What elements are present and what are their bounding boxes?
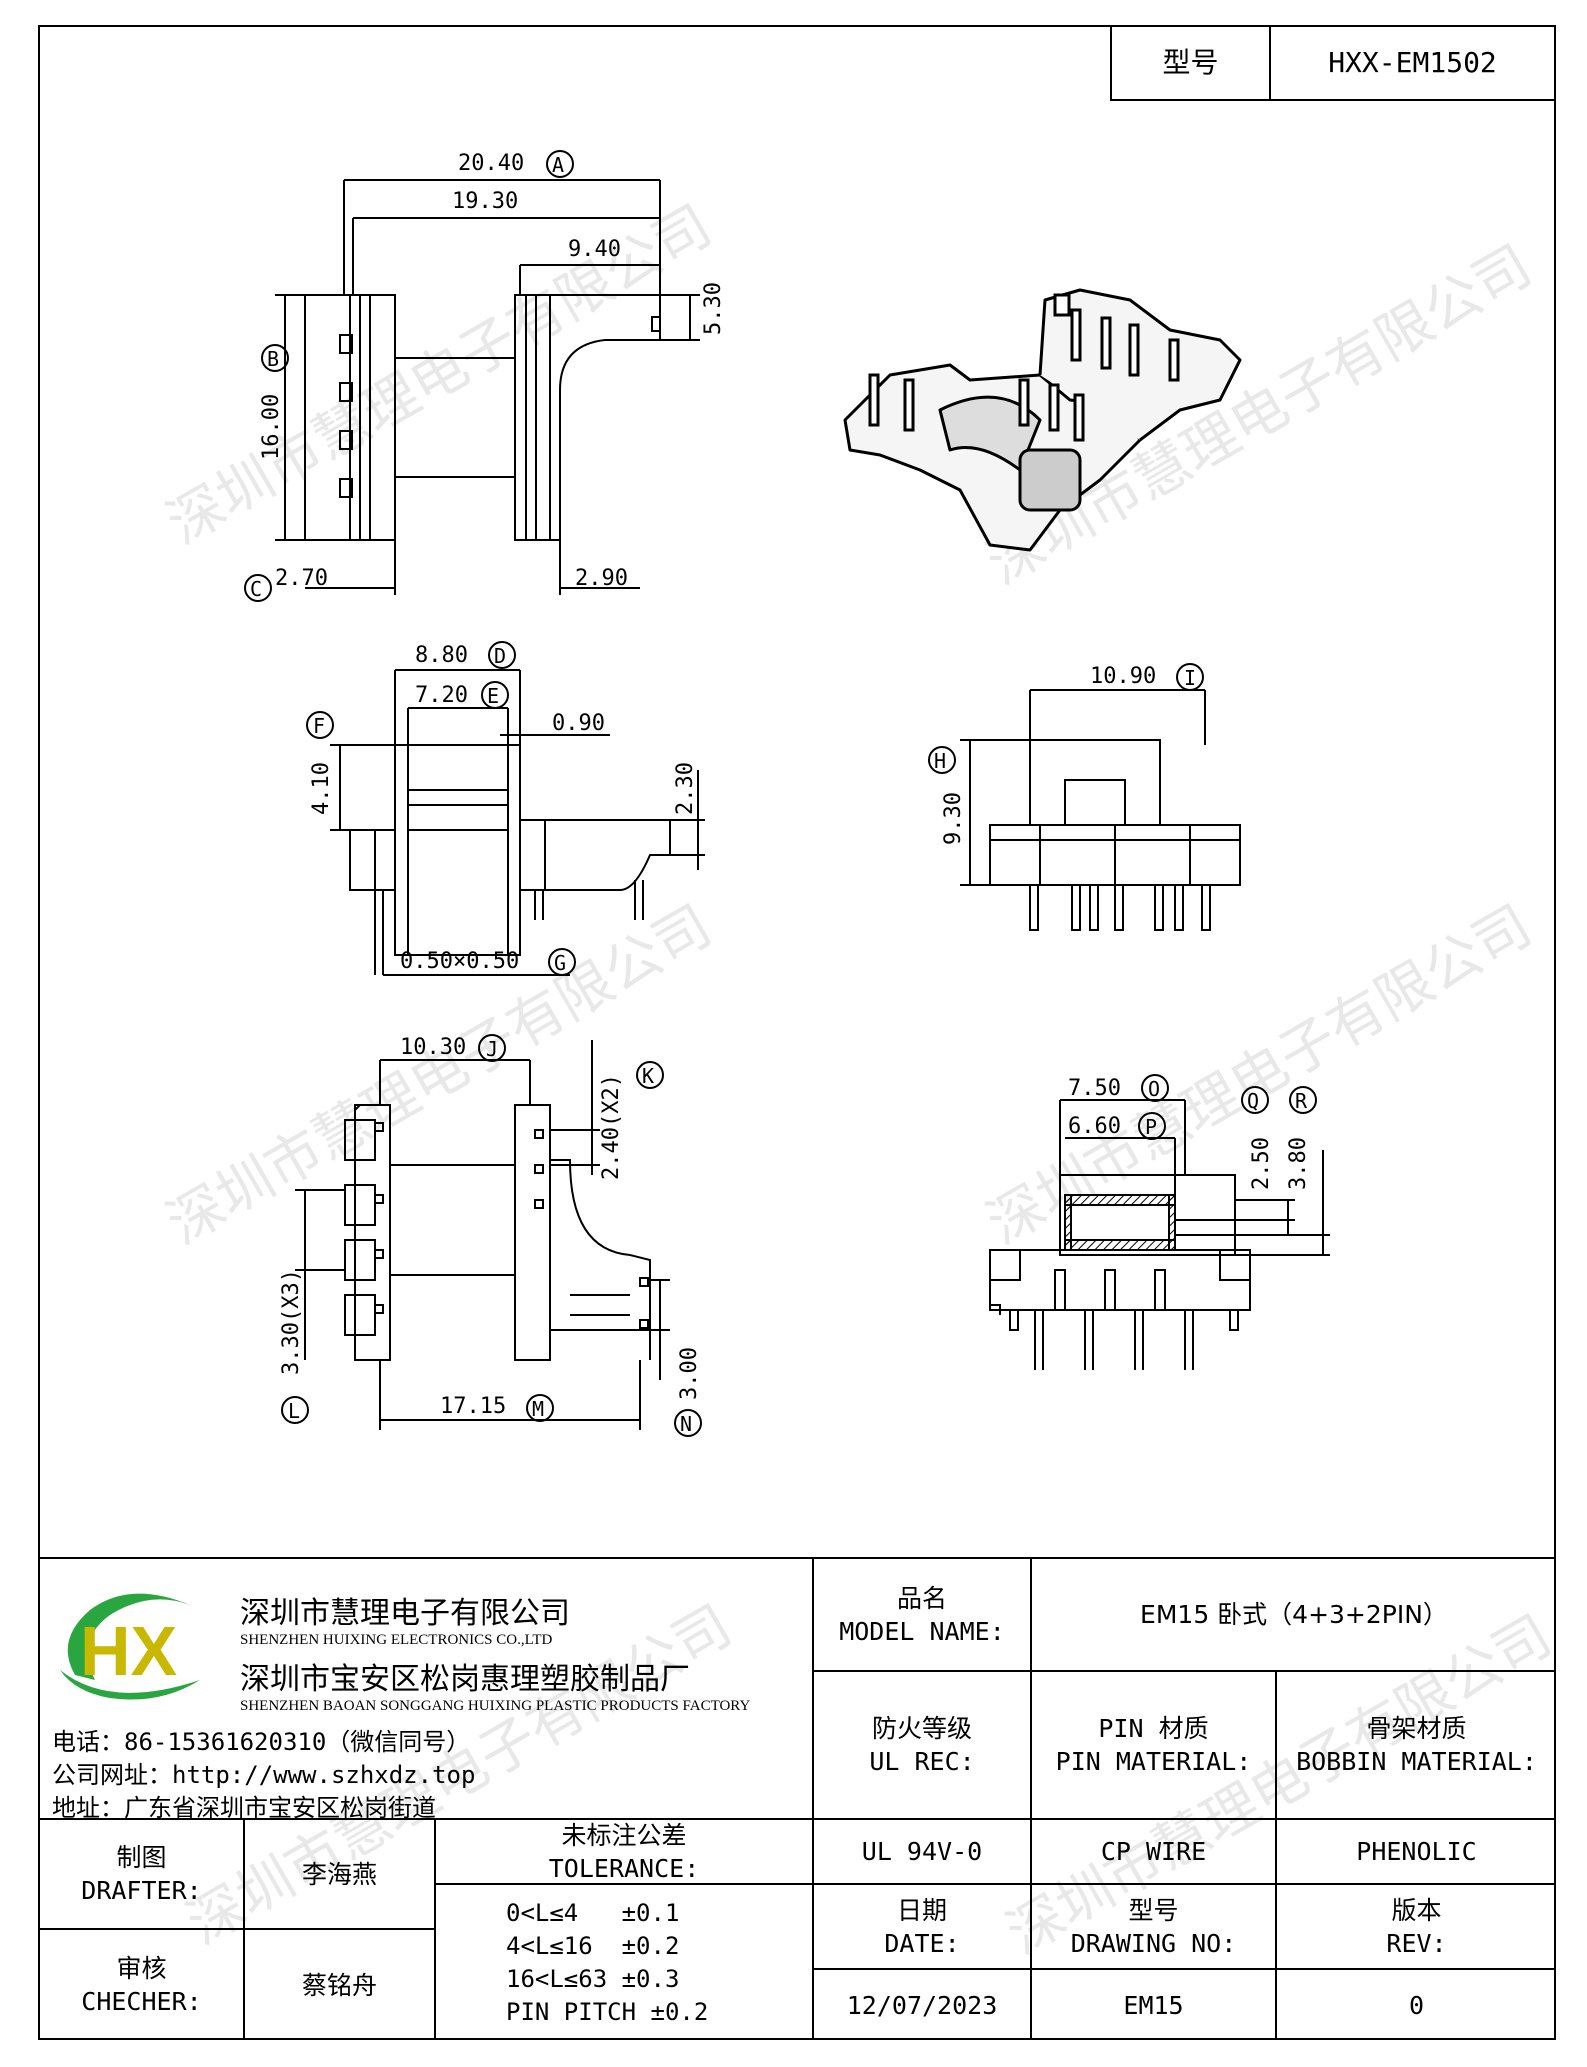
model-header-value: HXX-EM1502 xyxy=(1328,45,1497,79)
dim-2-50: 2.50 xyxy=(1249,1137,1274,1190)
dim-20-40: 20.40 xyxy=(458,151,524,176)
dim-3-00: 3.00 xyxy=(677,1347,702,1400)
date-value: 12/07/2023 xyxy=(846,1990,998,2020)
dim-16-00: 16.00 xyxy=(259,394,284,460)
tb-hline-4 xyxy=(812,1968,1556,1970)
model-name-label: 品名 MODEL NAME: xyxy=(839,1583,1005,1646)
rev-label: 版本 REV: xyxy=(1386,1895,1447,1958)
view-bottom-left: 10.30 J 2.40(X2) K 3.30(X3) L 17.15 M 3.… xyxy=(279,1034,702,1437)
dim-0-50x0-50: 0.50×0.50 xyxy=(400,949,519,974)
dim-9-30: 9.30 xyxy=(941,792,966,845)
tb-vline-left-2 xyxy=(434,1818,436,2040)
ul-rec-label: 防火等级 UL REC: xyxy=(869,1714,975,1776)
drawing-no-label: 型号 DRAWING NO: xyxy=(1070,1895,1237,1958)
drawing-no-value: EM15 xyxy=(1123,1990,1184,2020)
dim-2-70: 2.70 xyxy=(275,566,328,591)
company-website: 公司网址：http://www.szhxdz.top xyxy=(52,1761,476,1789)
label-f: F xyxy=(313,714,325,738)
label-n: N xyxy=(680,1412,692,1436)
dim-6-60: 6.60 xyxy=(1068,1114,1121,1139)
tb-hline-left-mid xyxy=(38,1928,434,1930)
drafter-value: 李海燕 xyxy=(301,1859,377,1889)
dim-10-90: 10.90 xyxy=(1090,664,1156,689)
label-e: E xyxy=(487,684,499,708)
checker-label: 审核 CHECHER: xyxy=(81,1954,202,2016)
pin-material-label: PIN 材质 PIN MATERIAL: xyxy=(1055,1714,1252,1776)
label-c: C xyxy=(250,577,262,601)
date-label: 日期 DATE: xyxy=(884,1895,960,1958)
label-g: G xyxy=(554,951,566,975)
label-l: L xyxy=(288,1399,300,1423)
tb-vline-c xyxy=(1275,1670,1277,2040)
model-header-divider xyxy=(1269,25,1271,101)
drafter-label: 制图 DRAFTER: xyxy=(81,1843,202,1905)
dim-7-50: 7.50 xyxy=(1068,1076,1121,1101)
label-h: H xyxy=(934,749,946,773)
company-logo: HX xyxy=(60,1593,200,1700)
label-b: B xyxy=(267,347,279,371)
company-phone: 电话：86-15361620310（微信同号） xyxy=(52,1728,471,1756)
model-header-box xyxy=(1110,25,1556,101)
tb-vline-left-1 xyxy=(243,1818,245,2040)
tb-vline-a xyxy=(1030,1557,1032,1670)
model-header-label: 型号 xyxy=(1162,45,1219,79)
title-block-top-border xyxy=(38,1557,1556,1559)
label-a: A xyxy=(552,153,564,177)
dim-2-30: 2.30 xyxy=(673,762,698,815)
label-p: P xyxy=(1145,1115,1157,1139)
rev-value: 0 xyxy=(1408,1990,1425,2020)
company-name-en: SHENZHEN HUIXING ELECTRONICS CO.,LTD xyxy=(240,1632,553,1648)
tb-vline-b xyxy=(1030,1670,1032,2040)
dim-7-20: 7.20 xyxy=(415,683,468,708)
view-middle-right: 10.90 I H 9.30 xyxy=(928,663,1241,931)
view-middle-left: 8.80 D 7.20 E 0.90 F 4.10 2.30 0.50×0.50… xyxy=(306,641,705,976)
dim-2-40x2: 2.40(X2) xyxy=(599,1074,624,1180)
dim-3-80: 3.80 xyxy=(1286,1137,1311,1190)
bobbin-material-label: 骨架材质 BOBBIN MATERIAL: xyxy=(1296,1714,1537,1776)
drawing-frame xyxy=(38,25,1556,2040)
label-i: I xyxy=(1184,666,1196,690)
dim-19-30: 19.30 xyxy=(452,189,518,214)
company-name-cn: 深圳市慧理电子有限公司 xyxy=(240,1596,570,1631)
checker-value: 蔡铭舟 xyxy=(301,1970,377,2000)
ul-rec-value: UL 94V-0 xyxy=(861,1837,983,1866)
tolerance-label: 未标注公差 TOLERANCE: xyxy=(548,1820,700,1883)
dim-9-40: 9.40 xyxy=(568,237,621,262)
label-j: J xyxy=(486,1037,498,1061)
label-o: O xyxy=(1148,1077,1160,1101)
dim-8-80: 8.80 xyxy=(415,643,468,668)
tb-hline-3 xyxy=(812,1883,1556,1885)
dim-5-30: 5.30 xyxy=(701,282,726,335)
bobbin-material-value: PHENOLIC xyxy=(1356,1837,1477,1866)
tb-hline-2 xyxy=(38,1818,1556,1820)
tb-hline-3b xyxy=(434,1883,812,1885)
dim-17-15: 17.15 xyxy=(440,1394,506,1419)
label-m: M xyxy=(532,1397,544,1421)
label-k: K xyxy=(642,1064,654,1088)
dim-0-90: 0.90 xyxy=(552,711,605,736)
dim-10-30: 10.30 xyxy=(400,1035,466,1060)
label-d: D xyxy=(494,644,506,668)
view-isometric xyxy=(843,288,1242,552)
tolerance-values: 0<L≤4 ±0.1 4<L≤16 ±0.2 16<L≤63 ±0.3 PIN … xyxy=(506,1898,709,2026)
pin-material-value: CP WIRE xyxy=(1100,1837,1207,1866)
factory-name-cn: 深圳市宝安区松岗惠理塑胶制品厂 xyxy=(240,1662,690,1697)
model-name-value: EM15 卧式（4+3+2PIN） xyxy=(1140,1600,1448,1629)
view-top-left: 20.40 A 19.30 9.40 5.30 16.00 B C 2.70 2… xyxy=(244,150,726,602)
view-bottom-right: 7.50 O 6.60 P Q R 2.50 3.80 xyxy=(989,1074,1330,1370)
label-r: R xyxy=(1295,1089,1308,1113)
tb-vline-main xyxy=(812,1557,814,2040)
label-q: Q xyxy=(1247,1089,1259,1113)
tb-hline-1 xyxy=(812,1670,1556,1672)
factory-name-en: SHENZHEN BAOAN SONGGANG HUIXING PLASTIC … xyxy=(240,1698,751,1714)
dim-2-90: 2.90 xyxy=(575,566,628,591)
dim-3-30x3: 3.30(X3) xyxy=(279,1269,304,1375)
company-address: 地址：广东省深圳市宝安区松岗街道 xyxy=(52,1794,436,1822)
dim-4-10: 4.10 xyxy=(309,762,334,815)
logo-text: HX xyxy=(80,1612,178,1690)
